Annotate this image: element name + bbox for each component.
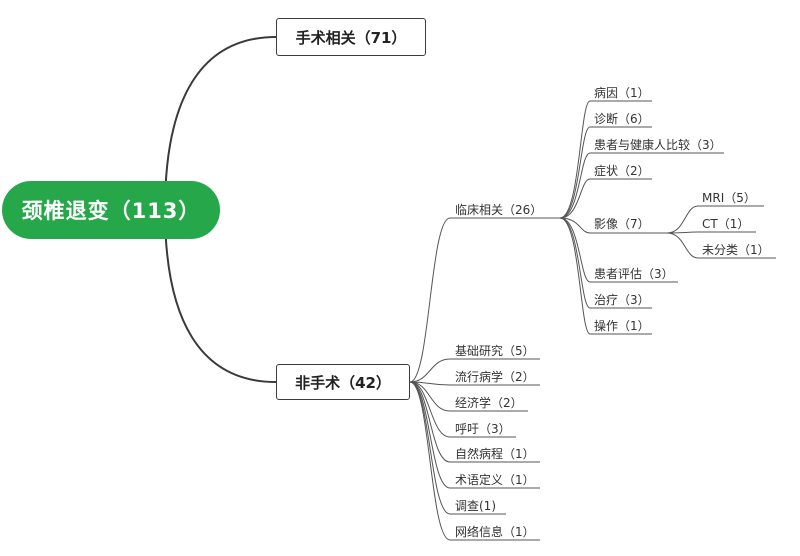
- node-symptom[interactable]: 症状（2）: [594, 164, 650, 178]
- node-etiology[interactable]: 病因（1）: [594, 86, 650, 100]
- node-basic-research[interactable]: 基础研究（5）: [455, 344, 535, 358]
- node-clinical[interactable]: 临床相关（26）: [455, 203, 543, 217]
- node-unclassified[interactable]: 未分类（1）: [702, 243, 770, 257]
- node-survey[interactable]: 调查(1): [455, 499, 496, 513]
- node-natural-course[interactable]: 自然病程（1）: [455, 447, 535, 461]
- node-imaging[interactable]: 影像（7）: [594, 217, 650, 231]
- node-ct[interactable]: CT（1）: [702, 217, 750, 231]
- node-economics[interactable]: 经济学（2）: [455, 396, 523, 410]
- node-mri[interactable]: MRI（5）: [702, 191, 756, 205]
- node-assessment[interactable]: 患者评估（3）: [594, 267, 674, 281]
- link-root-surgery: [164, 36, 277, 211]
- node-terminology[interactable]: 术语定义（1）: [455, 473, 535, 487]
- node-compare[interactable]: 患者与健康人比较（3）: [594, 138, 722, 152]
- link-root-nonsurgery: [164, 209, 277, 383]
- node-nonsurgery[interactable]: 非手术（42）: [276, 364, 410, 400]
- node-diagnosis[interactable]: 诊断（6）: [594, 112, 650, 126]
- node-procedure[interactable]: 操作（1）: [594, 319, 650, 333]
- node-treatment[interactable]: 治疗（3）: [594, 293, 650, 307]
- node-surgery[interactable]: 手术相关（71）: [276, 18, 426, 56]
- node-network-info[interactable]: 网络信息（1）: [455, 525, 535, 539]
- root-node[interactable]: 颈椎退变（113）: [2, 181, 220, 239]
- node-epidemiology[interactable]: 流行病学（2）: [455, 370, 535, 384]
- link-nonsurgery-clinical: [409, 217, 451, 383]
- node-breathing[interactable]: 呼吁（3）: [455, 422, 511, 436]
